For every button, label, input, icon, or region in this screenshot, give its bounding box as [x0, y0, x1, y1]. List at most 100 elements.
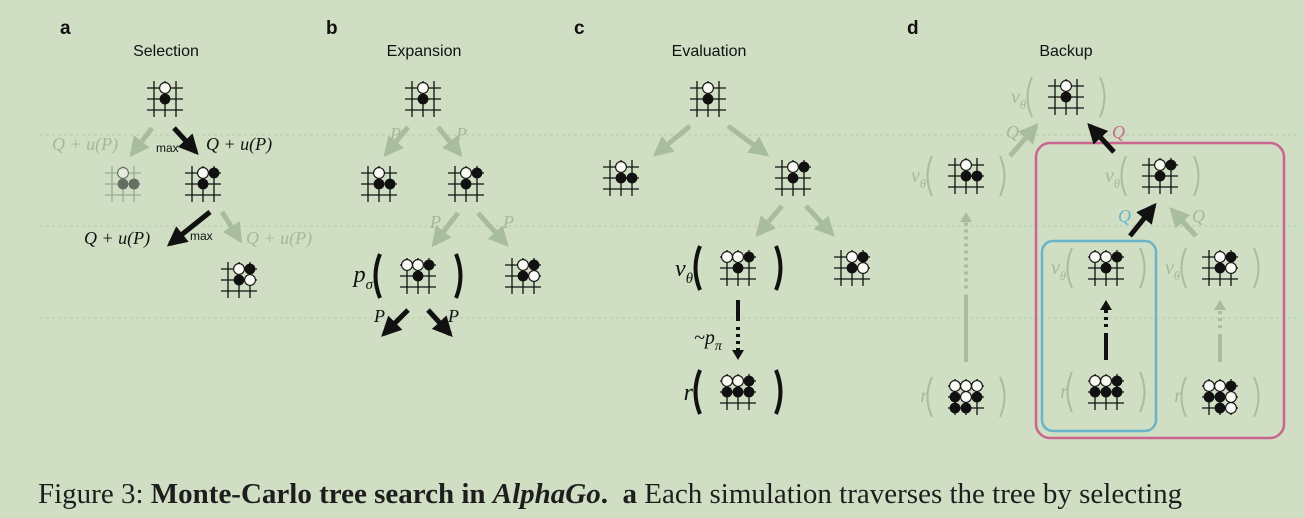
black-stone	[1214, 402, 1226, 414]
selection-faded-q-u-label: Q + u(P)	[52, 134, 118, 155]
black-stone	[1214, 391, 1226, 403]
black-stone	[960, 402, 972, 414]
black-stone	[1111, 251, 1123, 263]
backup-r-label: r	[920, 385, 928, 407]
evaluation-edge	[652, 124, 692, 157]
expansion-new-edge	[426, 308, 453, 337]
black-stone	[412, 270, 424, 282]
backup-leaf-board	[1088, 250, 1124, 286]
black-stone	[460, 178, 472, 190]
backup-rollout-left-board	[948, 379, 984, 415]
panel-letter-c: c	[574, 18, 585, 39]
white-stone	[159, 82, 171, 94]
caption-alphago: AlphaGo	[492, 478, 601, 510]
white-stone	[401, 259, 413, 271]
black-stone	[208, 167, 220, 179]
expansion-p-label-new: P	[373, 306, 385, 326]
selection-q-u-label: Q + u(P)	[206, 134, 272, 155]
white-stone	[1154, 159, 1166, 171]
backup-faded-edge-2	[1169, 207, 1198, 238]
backup-right-rollout-arrow	[1214, 300, 1226, 362]
selection-max-label-2: max	[190, 229, 213, 243]
panel-title-selection: Selection	[133, 43, 199, 60]
evaluation-edge	[726, 123, 770, 157]
evaluation-root-board	[690, 81, 726, 117]
backup-root-v-label: vθ	[1011, 86, 1026, 112]
backup-sibling-board	[1202, 250, 1238, 286]
black-stone	[1225, 380, 1237, 392]
backup-left-v-label: vθ	[911, 165, 926, 191]
expansion-edge	[383, 125, 410, 158]
white-stone	[732, 251, 744, 263]
selection-leaf-board	[221, 262, 257, 298]
expansion-new-board	[400, 258, 436, 294]
white-stone	[197, 167, 209, 179]
mcts-diagram: a Selection b Expansion c Evaluation d B…	[40, 18, 1300, 440]
black-stone	[423, 259, 435, 271]
evaluation-r-brackets	[693, 369, 783, 415]
white-stone	[857, 262, 869, 274]
white-stone	[117, 167, 129, 179]
selection-max-edge-2	[166, 210, 212, 247]
caption-rest: Each simulation traverses the tree by se…	[637, 478, 1183, 510]
white-stone	[1214, 251, 1226, 263]
evaluation-edge	[755, 204, 784, 238]
white-stone	[460, 167, 472, 179]
backup-r-label: r	[1060, 381, 1068, 403]
white-stone	[1060, 80, 1072, 92]
white-stone	[615, 161, 627, 173]
backup-root-board	[1048, 79, 1084, 115]
selection-faded-edge	[129, 126, 154, 158]
expansion-sibling-board	[505, 258, 541, 294]
black-stone	[743, 375, 755, 387]
expansion-p-label: P	[429, 212, 441, 232]
white-stone	[702, 82, 714, 94]
black-stone	[798, 161, 810, 173]
evaluation-edge	[804, 204, 835, 237]
black-stone	[244, 263, 256, 275]
go-boards	[105, 79, 1238, 415]
backup-right-v-label: vθ	[1105, 165, 1120, 191]
white-stone	[1100, 251, 1112, 263]
black-stone	[1100, 262, 1112, 274]
backup-leaf-v-label: vθ	[1051, 257, 1066, 283]
black-stone	[373, 178, 385, 190]
panel-headers: a Selection b Expansion c Evaluation d B…	[60, 18, 1093, 60]
panel-title-expansion: Expansion	[387, 43, 462, 60]
white-stone	[517, 259, 529, 271]
black-stone	[846, 262, 858, 274]
black-stone	[1060, 91, 1072, 103]
white-stone	[1089, 251, 1101, 263]
backup-blue-box	[1040, 239, 1158, 433]
backup-pink-box	[1034, 141, 1286, 440]
backup-faded-edge	[1008, 122, 1039, 158]
selection-faded-edge-2	[219, 210, 243, 244]
backup-root-v-brackets	[1026, 76, 1106, 118]
black-stone	[128, 178, 140, 190]
black-stone	[1203, 391, 1215, 403]
black-stone	[960, 170, 972, 182]
black-stone	[233, 274, 245, 286]
white-stone	[244, 274, 256, 286]
black-stone	[1111, 386, 1123, 398]
backup-sibling-v-label: vθ	[1165, 257, 1180, 283]
panel-letter-d: d	[907, 18, 919, 39]
black-stone	[1154, 170, 1166, 182]
expansion-edge	[431, 211, 460, 248]
selection-faded-q-u-label-2: Q + u(P)	[246, 228, 312, 249]
backup-rollout-left-brackets	[926, 376, 1006, 418]
backup-left-rollout-arrow	[960, 212, 972, 362]
backup-q-label-blue: Q	[1118, 206, 1131, 226]
expansion-edge	[436, 125, 463, 158]
white-stone	[1100, 375, 1112, 387]
black-stone	[1089, 386, 1101, 398]
black-stone	[626, 172, 638, 184]
black-stone	[159, 93, 171, 105]
black-stone	[743, 386, 755, 398]
expansion-p-label: P	[502, 212, 514, 232]
evaluation-v-theta-brackets	[693, 245, 783, 291]
caption-panel-letter: a	[622, 478, 638, 510]
expansion-edge	[476, 211, 509, 247]
white-stone	[960, 159, 972, 171]
